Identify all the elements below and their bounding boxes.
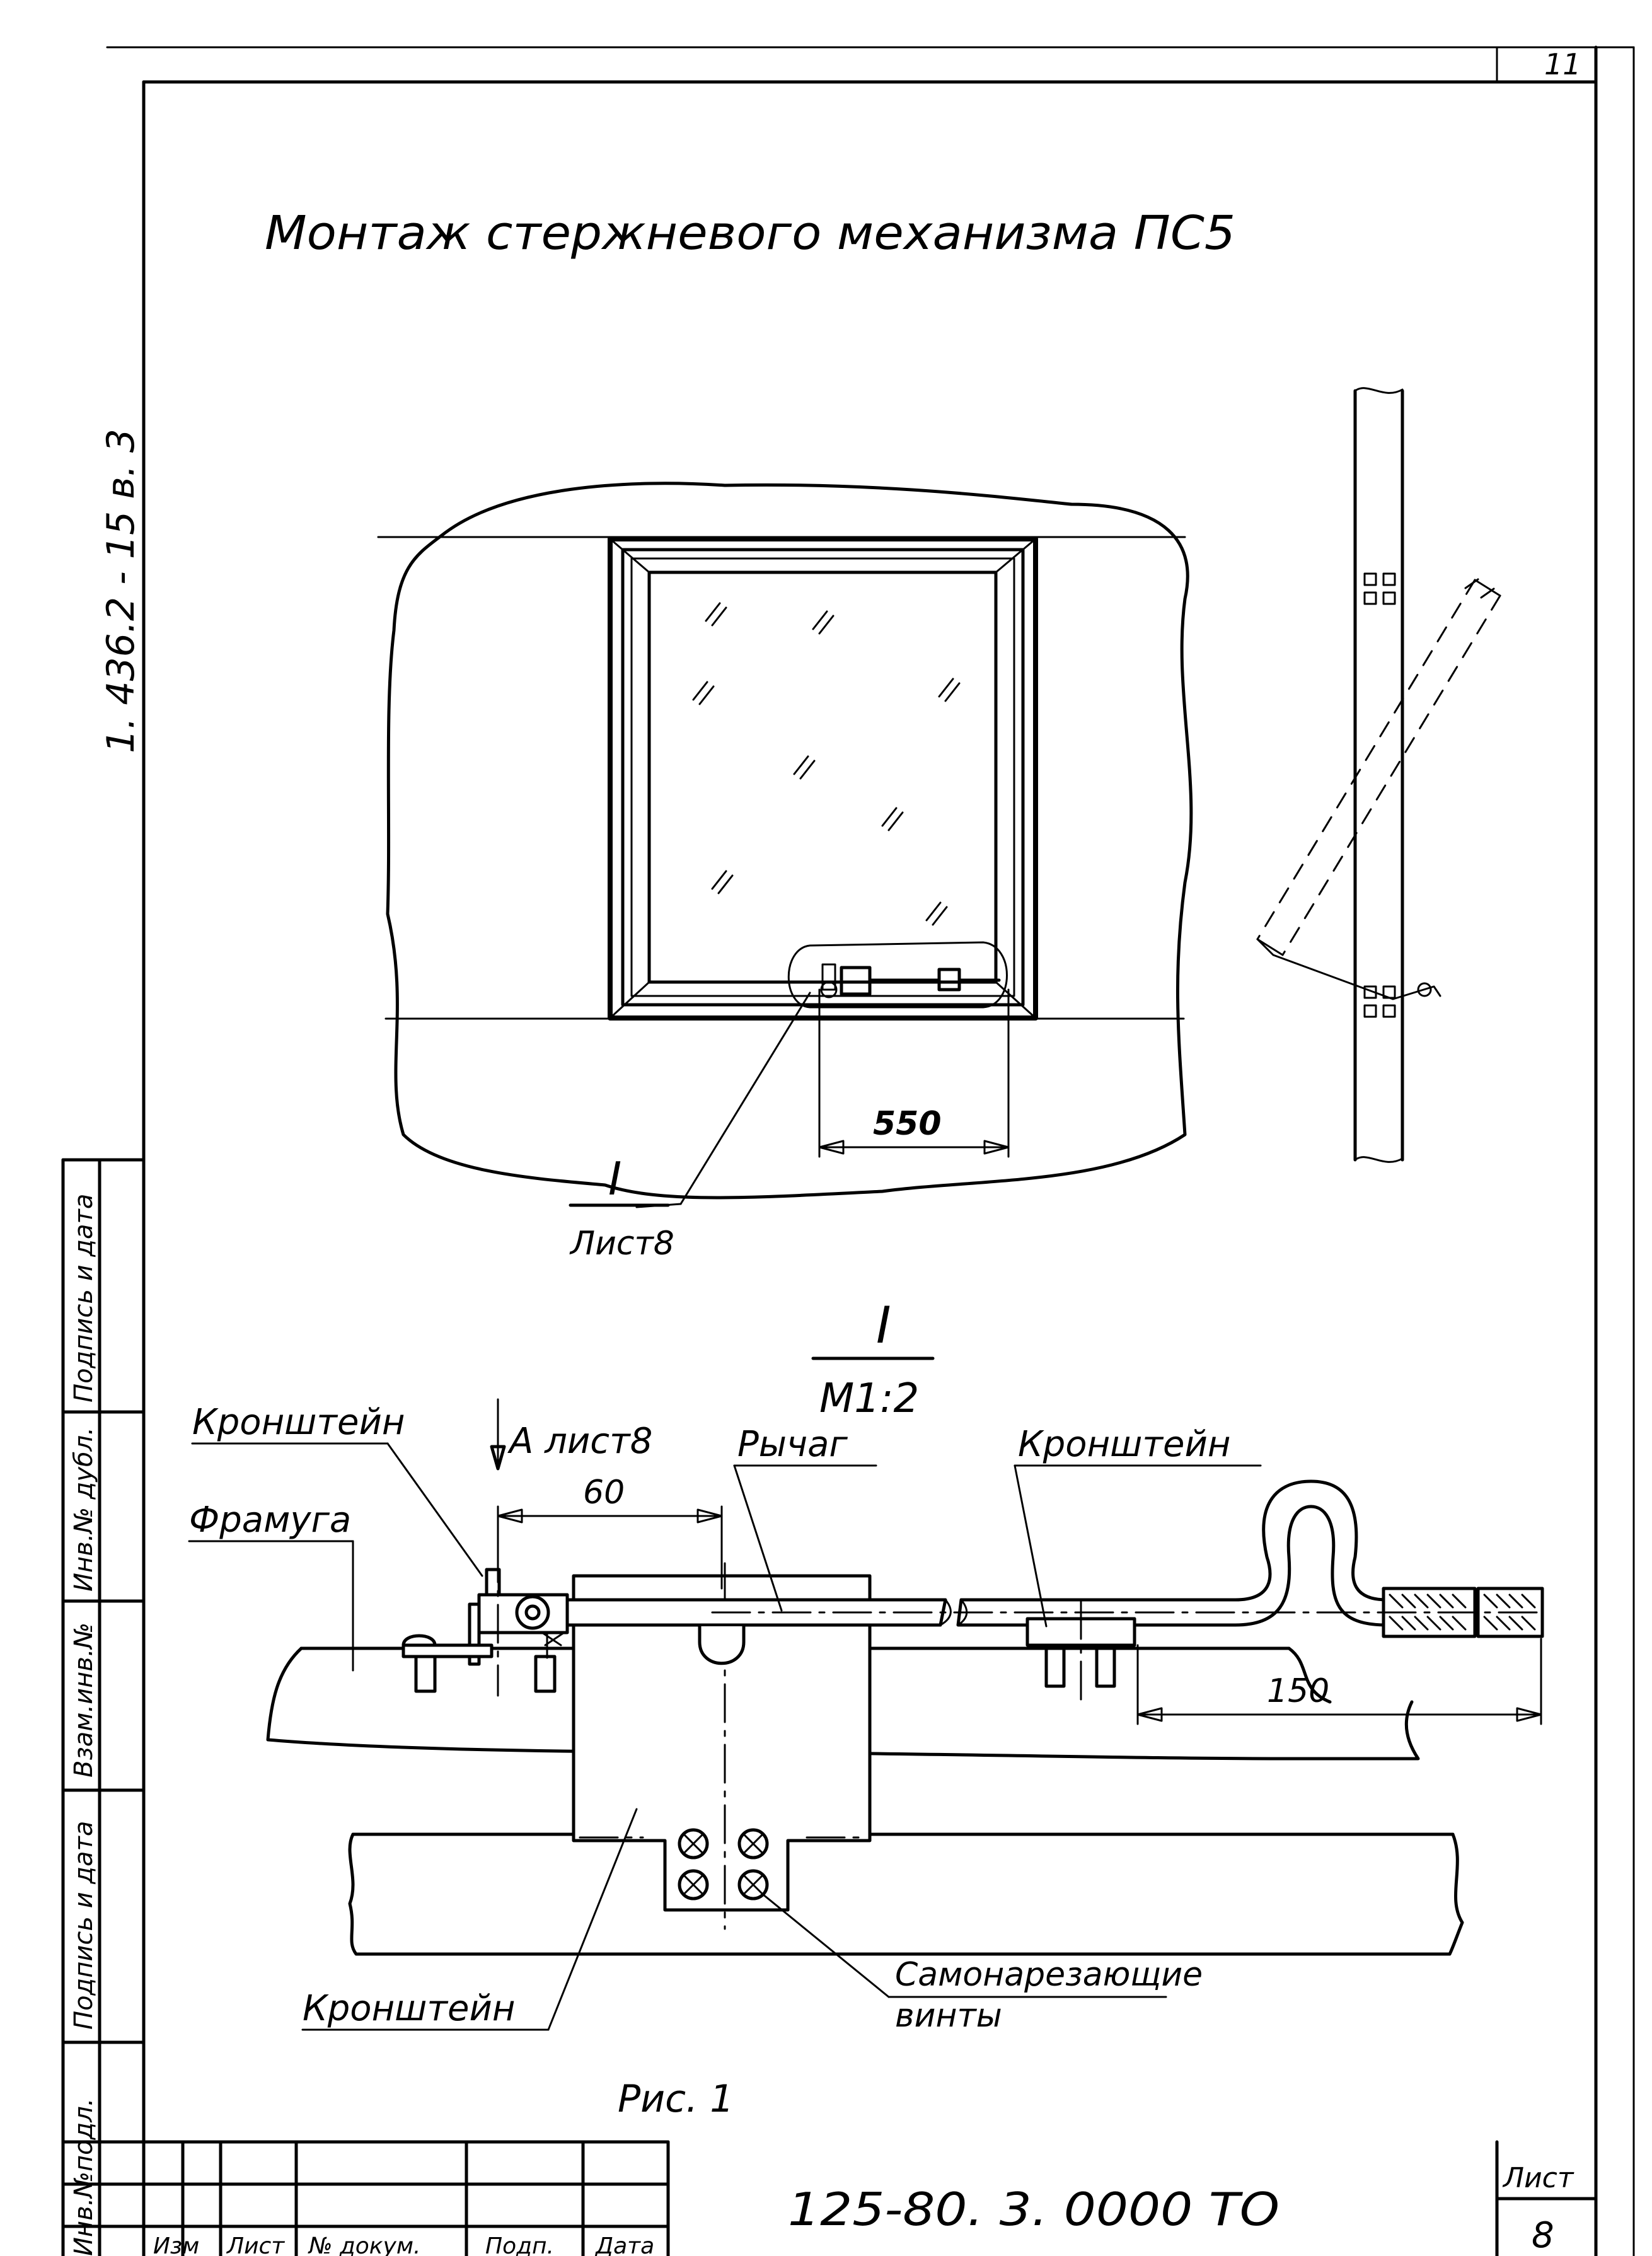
- view-arrow-a: [490, 1398, 506, 1471]
- stamp-cell-4: Подпись и дата: [69, 1821, 98, 2030]
- callout-sheet-ref: Лист8: [569, 1225, 674, 1263]
- series-code: 1. 436.2 - 15 в. 3: [99, 429, 143, 753]
- glass-hatch: [692, 602, 961, 926]
- stamp-cell-2: Инв.№ дубл.: [69, 1427, 98, 1592]
- label-transom: Фрамуга: [189, 1500, 351, 1541]
- pivot-bracket: [401, 1543, 569, 1697]
- stamp-cell-1: Взам.инв.№: [69, 1623, 98, 1778]
- dimension-60-label: 60: [583, 1474, 625, 1512]
- dimension-60: [497, 1505, 723, 1590]
- title-block: [61, 2140, 1598, 2256]
- screws: [678, 1828, 769, 1900]
- dimension-150-label: 150: [1267, 1672, 1329, 1710]
- sheet-title: Монтаж стержневого механизма ПС5: [265, 206, 1235, 260]
- sheet-number: 8: [1532, 2215, 1554, 2256]
- title-col-5: Дата: [594, 2233, 654, 2256]
- wall-outline: [377, 482, 1193, 1200]
- title-col-3: № докум.: [308, 2233, 420, 2256]
- detail-mark-I: I: [876, 1296, 891, 1355]
- callout-mark-I: I: [608, 1152, 621, 1205]
- dimension-150: [1136, 1638, 1542, 1725]
- sheet-frame: [106, 45, 1635, 2256]
- mechanism-callout: [635, 941, 1008, 1208]
- stamp-cell-5: Инв.№подл.: [69, 2098, 98, 2256]
- dimension-550: [818, 988, 1010, 1158]
- figure-caption: Рис. 1: [618, 2077, 734, 2121]
- lever-bar: [553, 1479, 1545, 1665]
- label-bracket-top-right: Кронштейн: [1018, 1424, 1231, 1465]
- view-ref-a: А лист8: [507, 1421, 652, 1462]
- detail-scale: М1:2: [819, 1375, 919, 1422]
- stamp-cell-3: Подпись и дата: [69, 1194, 98, 1403]
- side-section: [1256, 387, 1501, 1163]
- dimension-550-label: 550: [873, 1105, 942, 1143]
- title-col-1: Изм: [153, 2233, 199, 2256]
- side-stamp: [61, 1158, 146, 2256]
- document-code: 125-80. 3. 0000 ТО: [788, 2183, 1279, 2236]
- label-bracket-bottom: Кронштейн: [303, 1988, 516, 2029]
- sheet-label: Лист: [1502, 2162, 1574, 2194]
- page-number: 11: [1544, 47, 1581, 81]
- label-lever: Рычаг: [737, 1424, 848, 1465]
- label-screws-line1: Самонарезающие: [895, 1956, 1203, 1994]
- label-bracket-top-left: Кронштейн: [192, 1402, 405, 1443]
- frame-outline: [348, 1832, 1464, 1956]
- title-col-2: Лист: [226, 2233, 285, 2256]
- leader-lines: [188, 1442, 1262, 2031]
- label-screws-line2: винты: [895, 1997, 1002, 2035]
- title-col-4: Подп.: [485, 2233, 554, 2256]
